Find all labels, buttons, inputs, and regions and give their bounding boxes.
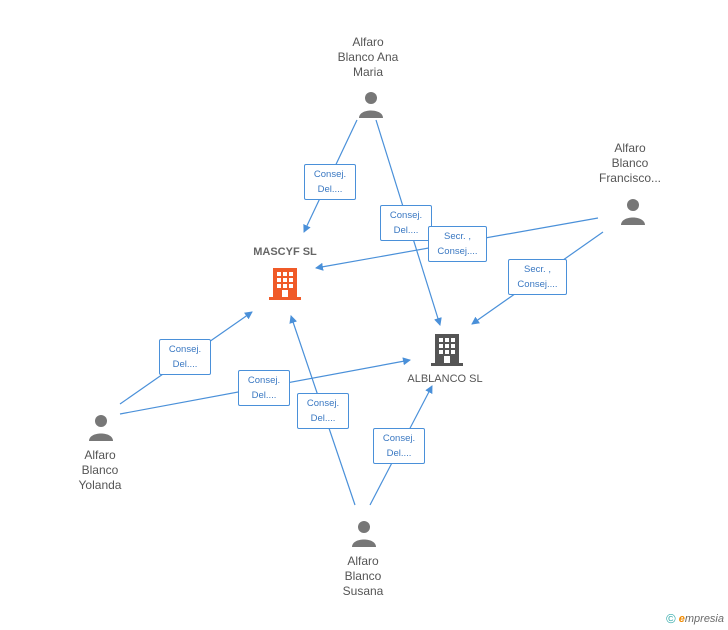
building-icon[interactable]	[431, 332, 463, 366]
name-line: Francisco...	[598, 171, 661, 185]
edge-label[interactable]: Secr. , Consej....	[508, 259, 567, 295]
copyright-icon: ©	[666, 611, 676, 626]
company-label-alblanco[interactable]: ALBLANCO SL	[407, 373, 483, 385]
name-line: Blanco	[81, 463, 119, 477]
company-label-mascyf[interactable]: MASCYF SL	[253, 246, 317, 258]
edge-label-line: Del....	[251, 390, 277, 401]
edge-label[interactable]: Consej. Del....	[380, 205, 432, 241]
edge-label-line: Del....	[172, 359, 198, 370]
edge-label-line: Consej....	[517, 279, 558, 290]
brand-name: mpresia	[684, 612, 724, 625]
edge-label-line: Consej.	[313, 169, 347, 180]
edge-label[interactable]: Secr. , Consej....	[428, 226, 487, 262]
name-line: Alfaro	[84, 448, 116, 462]
building-icon[interactable]	[269, 266, 301, 300]
edge-label-line: Consej....	[437, 246, 478, 257]
edge-label-line: Del....	[310, 413, 336, 424]
edge-label[interactable]: Consej. Del....	[159, 339, 211, 375]
edge-label[interactable]: Consej. Del....	[297, 393, 349, 429]
edge-label[interactable]: Consej. Del....	[238, 370, 290, 406]
name-line: Blanco Ana	[337, 50, 399, 64]
name-line: Alfaro	[347, 554, 379, 568]
edge-label-line: Consej.	[389, 210, 423, 221]
name-line: Blanco	[344, 569, 382, 583]
person-label-francisco[interactable]: Alfaro Blanco Francisco...	[590, 141, 670, 186]
name-line: Yolanda	[78, 478, 122, 492]
edge-label-line: Del....	[386, 448, 412, 459]
edge-label-line: Secr. ,	[524, 264, 551, 275]
person-icon[interactable]	[619, 197, 647, 225]
name-line: Maria	[352, 65, 383, 79]
brand-initial: e	[678, 612, 685, 625]
name-line: Susana	[342, 584, 384, 598]
person-icon[interactable]	[357, 90, 385, 118]
edge-label-line: Consej.	[306, 398, 340, 409]
edge-label-line: Consej.	[247, 375, 281, 386]
person-icon[interactable]	[87, 413, 115, 441]
footer-brand: © empresia	[666, 611, 724, 626]
name-line: Alfaro	[614, 141, 646, 155]
brand-logo: empresia	[679, 613, 724, 625]
edge-label[interactable]: Consej. Del....	[373, 428, 425, 464]
edge-label-line: Del....	[317, 184, 343, 195]
edge-label-line: Consej.	[168, 344, 202, 355]
edge-label[interactable]: Consej. Del....	[304, 164, 356, 200]
edge-label-line: Consej.	[382, 433, 416, 444]
name-line: Blanco	[611, 156, 649, 170]
person-icon[interactable]	[350, 519, 378, 547]
edge-label-line: Secr. ,	[444, 231, 471, 242]
edge-label-line: Del....	[393, 225, 419, 236]
person-label-yolanda[interactable]: Alfaro Blanco Yolanda	[60, 448, 140, 493]
name-line: Alfaro	[352, 35, 384, 49]
person-label-ana[interactable]: Alfaro Blanco Ana Maria	[328, 35, 408, 80]
person-label-susana[interactable]: Alfaro Blanco Susana	[323, 554, 403, 599]
